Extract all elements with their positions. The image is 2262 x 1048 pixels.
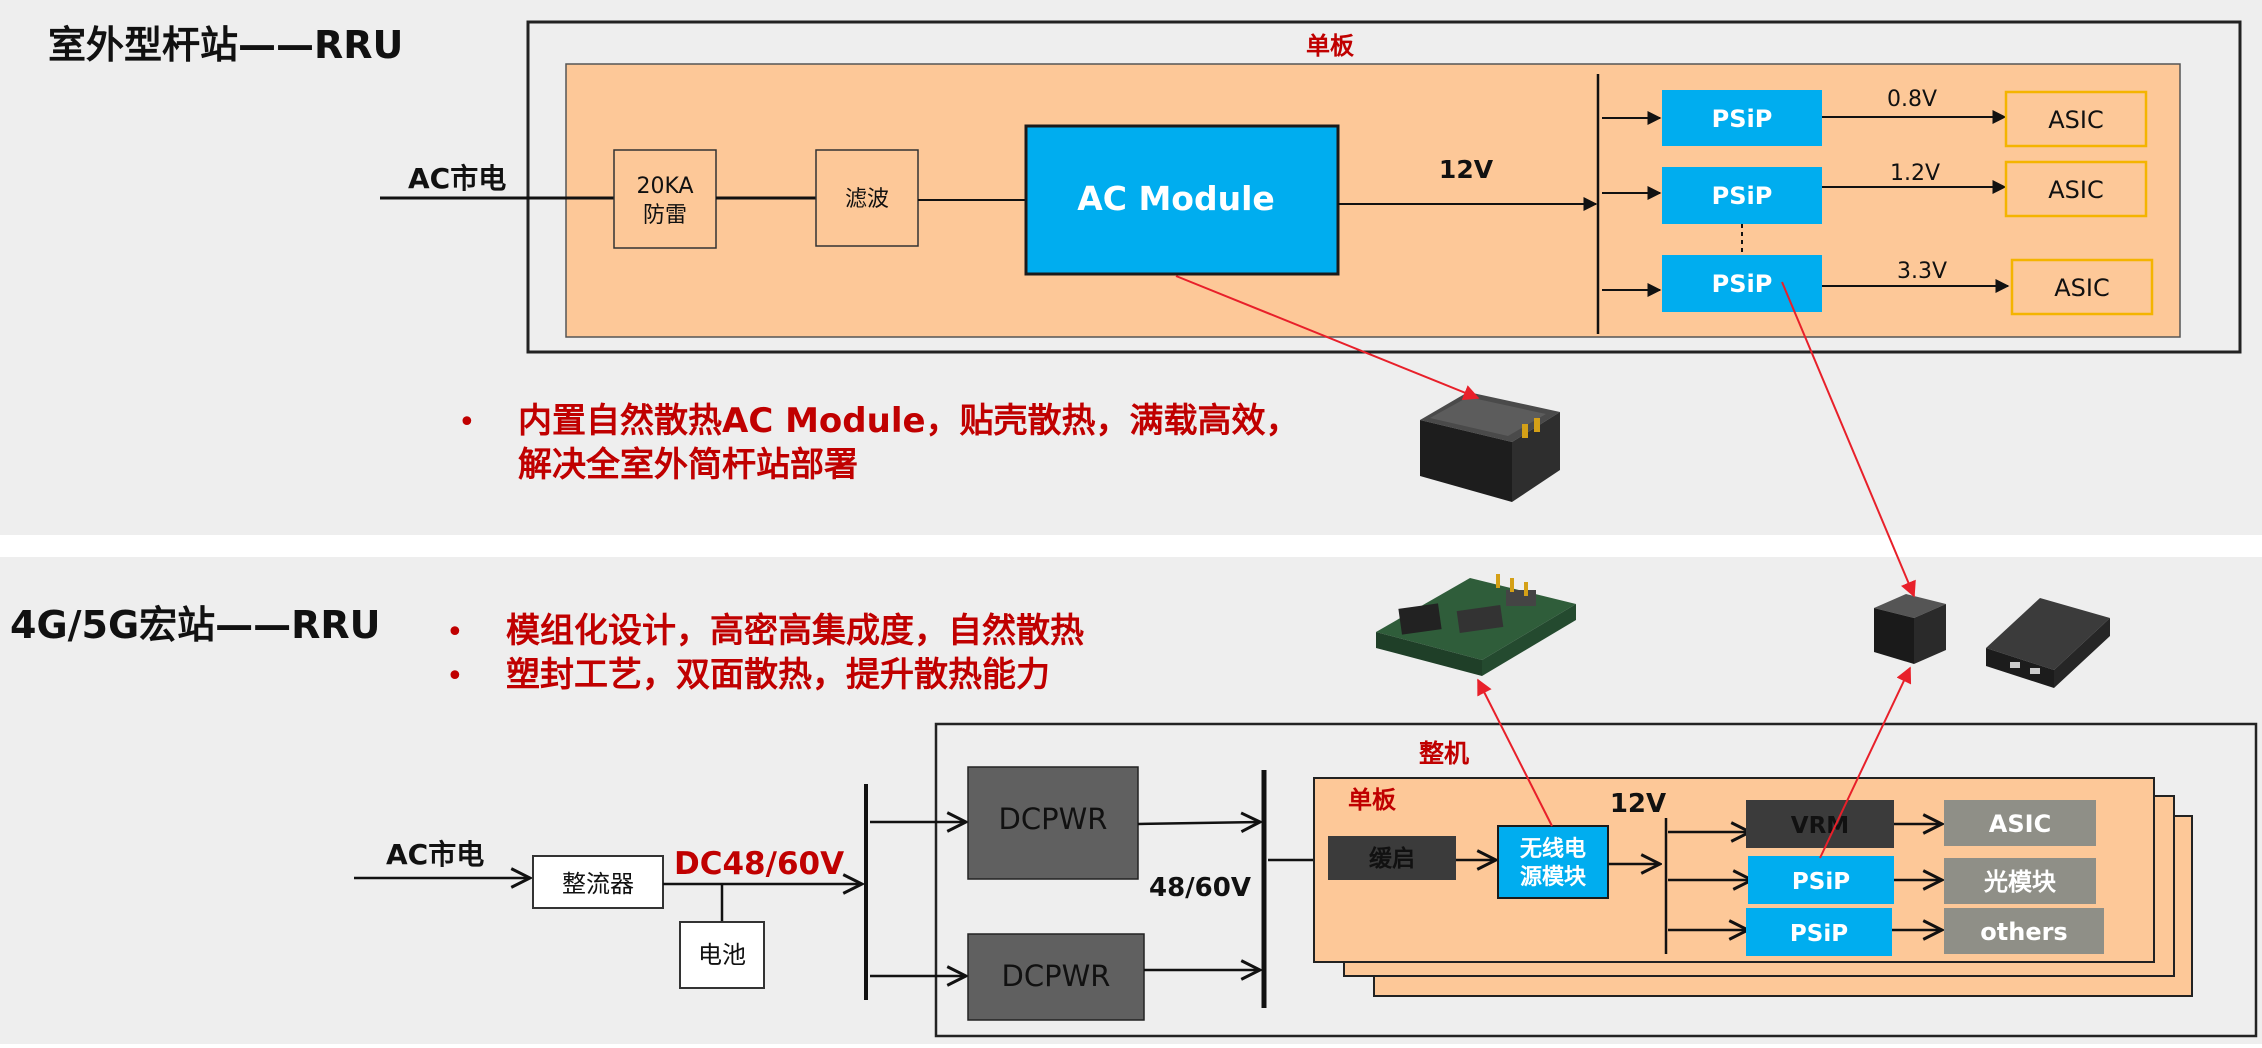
top-bullet-line1: 内置自然散热AC Module，贴壳散热，满载高效， [518,401,1300,441]
callout-ac-module-to-photo [1175,275,1480,401]
battery-label: 电池 [698,941,746,969]
load-asic-box [1944,800,2096,846]
top-outer-frame [526,20,2242,354]
callout-psip-to-chip-bottom [1819,666,1912,859]
load-optical-box [1944,858,2096,904]
top-asic-2-label: ASIC [2048,176,2104,204]
top-filter-label: 滤波 [845,187,889,212]
top-asic-1-box [2004,90,2148,148]
system-label: 整机 [1419,739,1469,768]
wireless-power-line2: 源模块 [1520,865,1587,890]
rectifier-box [532,855,664,909]
board-label: 单板 [1348,786,1397,814]
top-title: 室外型杆站——RRU [48,23,403,67]
bottom-psip-1-box [1748,856,1894,904]
dcpwr-1-to-bus [1137,822,1260,824]
bus-48v-label: 48/60V [1149,873,1251,903]
ac-module-label: AC Module [1077,179,1275,218]
top-rail-3-label: 3.3V [1897,259,1947,284]
battery-box [679,921,765,989]
top-psip-2-box [1662,167,1822,224]
bottom-bullet-1-symbol: • [446,615,464,650]
psip-chip-photo-small [1874,594,1946,664]
top-psip-3-label: PSiP [1712,270,1773,298]
top-asic-1-label: ASIC [2048,106,2104,134]
top-asic-3-box [2010,258,2154,316]
board-12v-label: 12V [1610,789,1666,819]
rectifier-label: 整流器 [562,870,634,898]
top-bullet-symbol: • [458,405,476,440]
load-optical-label: 光模块 [1983,868,2056,896]
top-asic-3-label: ASIC [2054,274,2110,302]
top-rail-1-label: 0.8V [1887,87,1937,112]
load-others-box [1944,908,2104,954]
top-psip-3-box [1662,255,1822,312]
callout-wireless-to-pcb [1477,678,1553,827]
top-psip-2-label: PSiP [1712,182,1773,210]
top-filter-box [815,149,919,247]
load-others-label: others [1980,918,2067,946]
bottom-psip-2-box [1746,908,1892,956]
bottom-bullet-1: 模组化设计，高密高集成度，自然散热 [506,611,1084,651]
load-asic-label: ASIC [1989,810,2051,838]
bottom-psip-1-label: PSiP [1792,869,1850,895]
ac-module-photo [1420,392,1560,502]
top-surge-line1: 20KA [636,174,693,199]
bottom-title: 4G/5G宏站——RRU [10,603,381,647]
dcpwr-1-label: DCPWR [999,802,1108,836]
top-board-label: 单板 [1306,32,1355,60]
top-rail-2-label: 1.2V [1890,161,1940,186]
psip-chip-photo-large [1986,598,2110,688]
soft-start-box [1328,836,1456,880]
wireless-power-line1: 无线电 [1520,836,1586,862]
top-bullet-line2: 解决全室外简杆站部署 [518,445,858,485]
bottom-bullet-2: 塑封工艺，双面散热，提升散热能力 [506,655,1050,695]
top-psip-1-box [1662,90,1822,146]
bottom-psip-2-label: PSiP [1790,921,1848,947]
wireless-power-box [1497,825,1609,899]
callout-psip-to-chip [1781,281,1916,598]
bottom-ac-input-label: AC市电 [386,838,484,871]
ac-module-box [1024,124,1340,276]
top-12v-label: 12V [1439,155,1494,184]
top-ac-input-label: AC市电 [408,162,506,195]
top-asic-2-box [2004,160,2148,218]
dcpwr-2-box [967,933,1145,1021]
top-board [565,63,2181,338]
top-surge-box [613,149,717,249]
vrm-box [1746,800,1894,848]
top-psip-1-label: PSiP [1712,105,1773,133]
pcb-module-photo [1376,574,1576,676]
bottom-bullet-2-symbol: • [446,659,464,694]
top-surge-line2: 防雷 [643,203,687,228]
system-frame [934,722,2258,1038]
dcpwr-2-label: DCPWR [1002,959,1111,993]
soft-start-label: 缓启 [1369,845,1415,872]
dc-voltage-label: DC48/60V [674,846,844,882]
